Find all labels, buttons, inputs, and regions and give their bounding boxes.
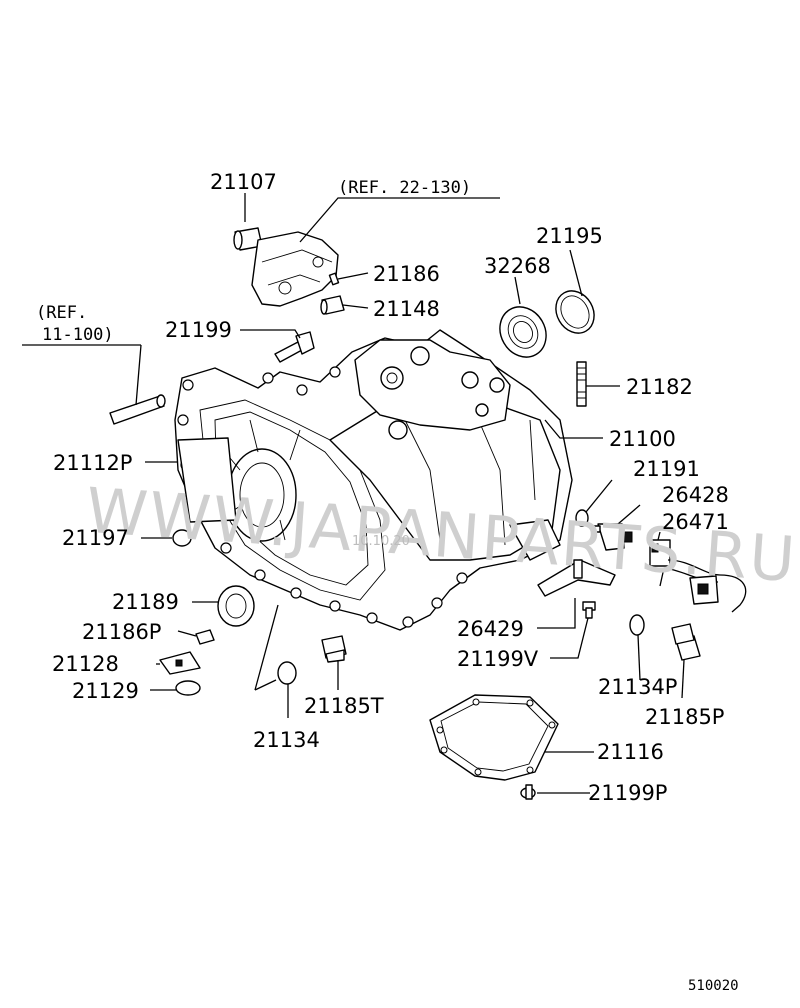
part-label-21107[interactable]: 21107 bbox=[210, 170, 277, 194]
date-stamp: 10.10.20 bbox=[352, 534, 410, 549]
part-label-21185P[interactable]: 21185P bbox=[645, 705, 724, 729]
part-label-21186[interactable]: 21186 bbox=[373, 262, 440, 286]
plate-21112P bbox=[177, 437, 237, 523]
ref-11-100-label-line2: 11-100) bbox=[42, 325, 114, 345]
transmission-case-drawing bbox=[174, 329, 573, 631]
part-label-21112P[interactable]: 21112P bbox=[53, 451, 132, 475]
part-label-21197[interactable]: 21197 bbox=[62, 526, 129, 550]
gasket-21116-drawing bbox=[429, 694, 559, 781]
part-label-21199P[interactable]: 21199P bbox=[588, 781, 667, 805]
part-label-21148[interactable]: 21148 bbox=[373, 297, 440, 321]
gasket-21134-drawing bbox=[277, 661, 297, 685]
bolt-21199P-drawing bbox=[520, 784, 536, 800]
ref-22-130-label: (REF. 22-130) bbox=[338, 178, 471, 198]
part-label-26471[interactable]: 26471 bbox=[662, 510, 729, 534]
gasket-21134P-drawing bbox=[629, 614, 645, 636]
part-label-21100[interactable]: 21100 bbox=[609, 427, 676, 451]
seal-32268-drawing bbox=[499, 306, 547, 358]
pin-21186-drawing bbox=[328, 272, 340, 286]
switch-26428-drawing bbox=[591, 523, 633, 551]
bushing-21148-drawing bbox=[320, 295, 345, 315]
harness-26471-drawing bbox=[649, 539, 747, 613]
ring-21195-drawing bbox=[555, 290, 595, 334]
bracket-26429-drawing bbox=[537, 559, 616, 597]
plug-21185P-drawing bbox=[671, 623, 701, 661]
part-label-21191[interactable]: 21191 bbox=[633, 457, 700, 481]
part-label-21199[interactable]: 21199 bbox=[165, 318, 232, 342]
pin-21186P-drawing bbox=[195, 629, 215, 645]
seal-21189-drawing bbox=[217, 585, 255, 627]
cap-21129-drawing bbox=[175, 680, 201, 696]
part-label-21182[interactable]: 21182 bbox=[626, 375, 693, 399]
bolt-21199V-drawing bbox=[582, 601, 596, 619]
ref-11-100-label-line1: (REF. bbox=[36, 303, 87, 323]
ref-11-100-shaft-drawing bbox=[109, 394, 166, 425]
part-label-21129[interactable]: 21129 bbox=[72, 679, 139, 703]
o-ring-21191-drawing bbox=[575, 509, 589, 527]
bracket-21128-drawing bbox=[159, 651, 201, 675]
part-label-21134[interactable]: 21134 bbox=[253, 728, 320, 752]
part-label-21189[interactable]: 21189 bbox=[112, 590, 179, 614]
leader-lines bbox=[22, 193, 685, 794]
stud-21182-drawing bbox=[576, 361, 587, 407]
part-label-21134P[interactable]: 21134P bbox=[598, 675, 677, 699]
shift-cover-drawing bbox=[251, 231, 339, 307]
part-label-21128[interactable]: 21128 bbox=[52, 652, 119, 676]
plug-21185T-drawing bbox=[321, 635, 347, 663]
part-label-21195[interactable]: 21195 bbox=[536, 224, 603, 248]
part-label-32268[interactable]: 32268 bbox=[484, 254, 551, 278]
bolt-21199-drawing bbox=[274, 331, 315, 363]
part-label-21199V[interactable]: 21199V bbox=[457, 647, 539, 671]
diagram-code: 510020 bbox=[688, 978, 739, 994]
part-21107-drawing bbox=[233, 227, 263, 251]
plug-21197-drawing bbox=[172, 529, 192, 547]
part-label-26428[interactable]: 26428 bbox=[662, 483, 729, 507]
part-label-21185T[interactable]: 21185T bbox=[304, 694, 384, 718]
part-label-21116[interactable]: 21116 bbox=[597, 740, 664, 764]
part-label-21186P[interactable]: 21186P bbox=[82, 620, 161, 644]
part-label-26429[interactable]: 26429 bbox=[457, 617, 524, 641]
